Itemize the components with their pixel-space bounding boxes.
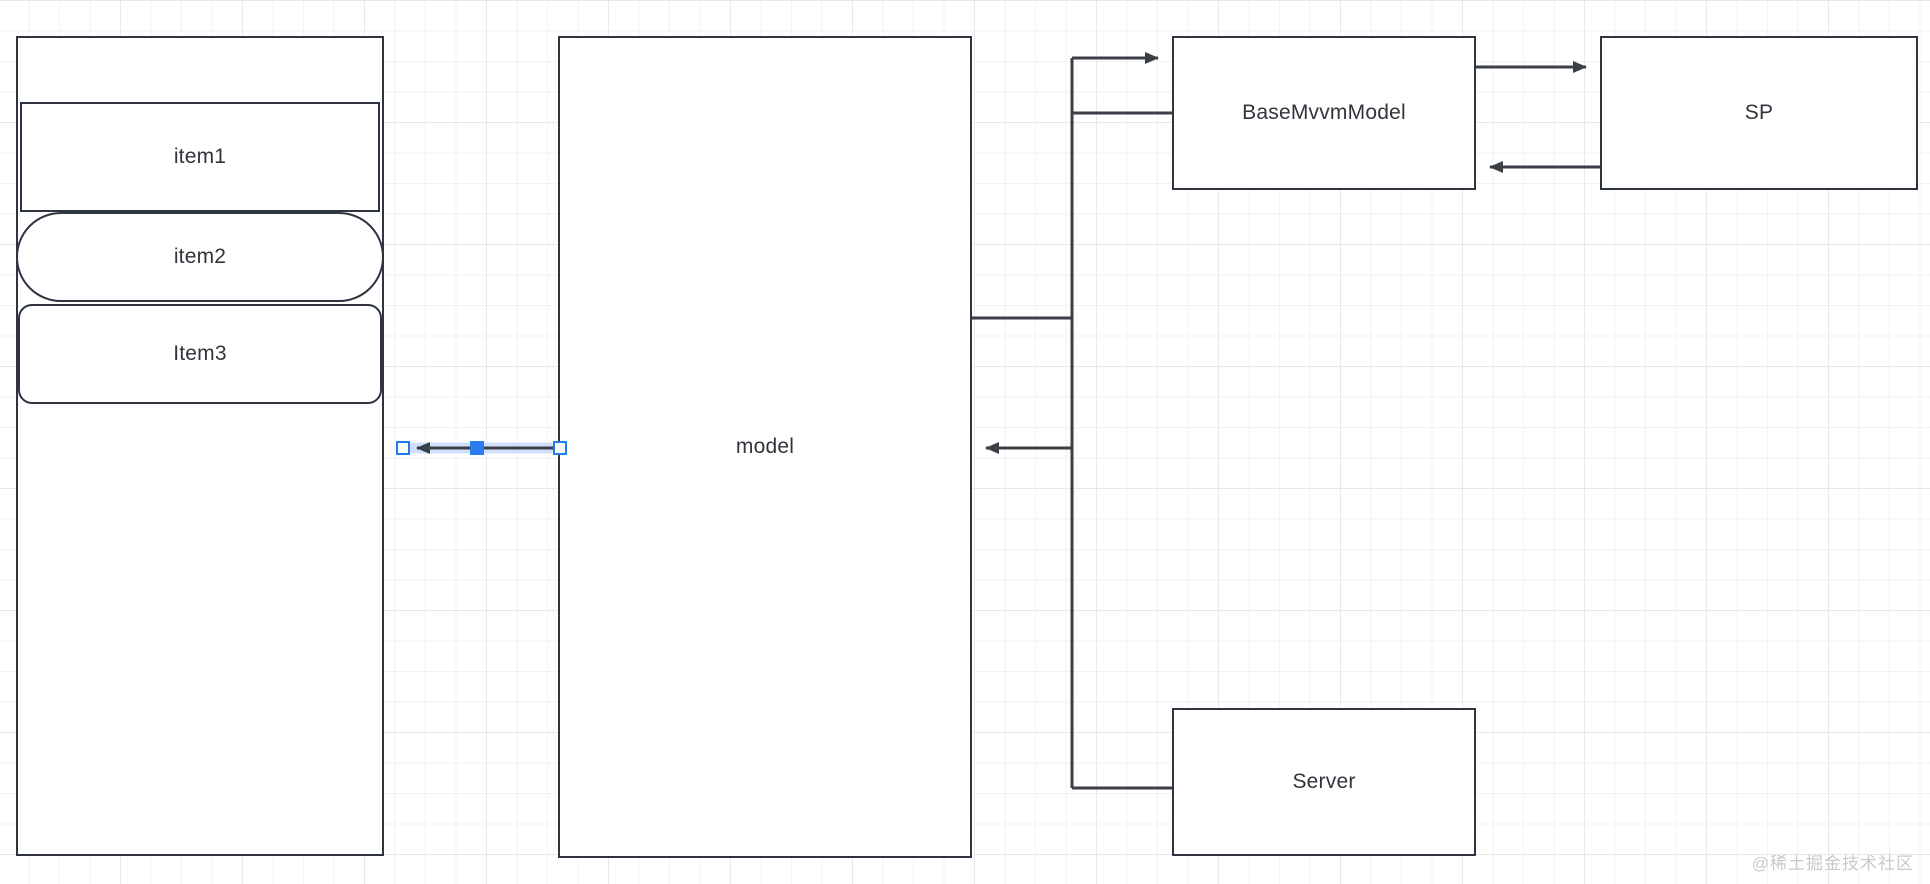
node-model-label: model: [735, 435, 795, 459]
node-item1[interactable]: item1: [20, 102, 380, 212]
edge-waypoint-handle[interactable]: [470, 441, 484, 455]
node-server[interactable]: Server: [1172, 708, 1476, 856]
node-item1-label: item1: [173, 145, 227, 169]
node-item3[interactable]: Item3: [18, 304, 382, 404]
node-sp[interactable]: SP: [1600, 36, 1918, 190]
node-item2-label: item2: [173, 245, 227, 269]
node-model[interactable]: model: [558, 36, 972, 858]
watermark: @稀土掘金技术社区: [1751, 854, 1914, 873]
node-base-mvvm-model-label: BaseMvvmModel: [1242, 101, 1406, 125]
edge-endpoint-handle-target[interactable]: [553, 441, 567, 455]
node-sp-label: SP: [1744, 101, 1774, 125]
node-item2[interactable]: item2: [16, 212, 384, 302]
node-base-mvvm-model[interactable]: BaseMvvmModel: [1172, 36, 1476, 190]
node-item3-label: Item3: [173, 342, 227, 366]
node-server-label: Server: [1292, 770, 1356, 794]
edge-endpoint-handle-source[interactable]: [396, 441, 410, 455]
